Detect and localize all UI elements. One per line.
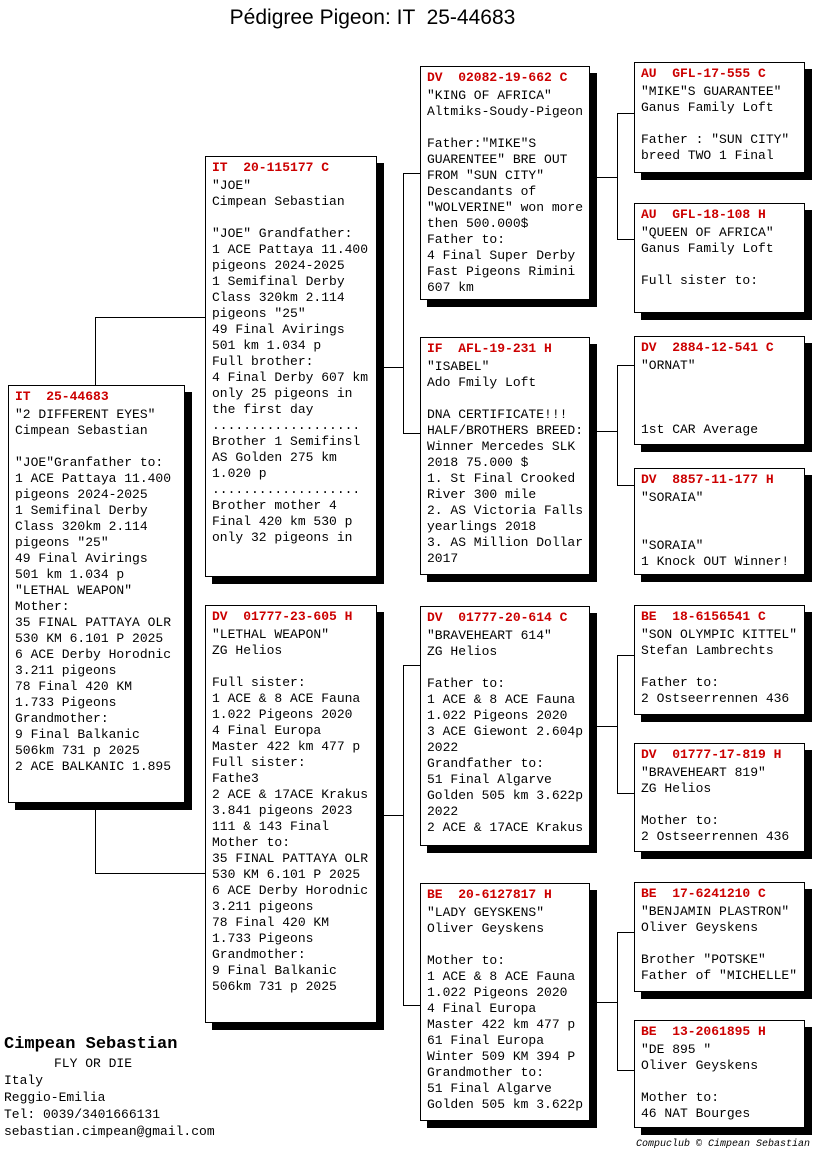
owner-motto: FLY OR DIE	[54, 1056, 133, 1071]
pedigree-box-fmm: DV 8857-11-177 H "SORAIA" "SORAIA" 1 Kno…	[634, 468, 805, 575]
page-title: Pédigree Pigeon: IT 25-44683	[229, 6, 516, 29]
footer-credit: Compuclub © Cimpean Sebastian	[635, 1139, 810, 1150]
ring-number: IF AFL-19-231 H	[427, 341, 552, 356]
pedigree-box-ffm: AU GFL-18-108 H "QUEEN OF AFRICA" Ganus …	[634, 203, 805, 313]
owner-email: sebastian.cimpean@gmail.com	[4, 1124, 215, 1139]
ring-number: DV 01777-23-605 H	[212, 609, 353, 624]
ring-number: IT 25-44683	[15, 389, 109, 404]
connector-line	[617, 655, 634, 656]
connector-line	[403, 665, 404, 1006]
ring-number: DV 8857-11-177 H	[641, 472, 774, 487]
pedigree-box-fmf: DV 2884-12-541 C "ORNAT" 1st CAR Average	[634, 336, 805, 445]
ring-number: AU GFL-17-555 C	[641, 66, 766, 81]
box-body: "ISABEL" Ado Fmily Loft DNA CERTIFICATE!…	[427, 359, 584, 566]
connector-line	[617, 113, 634, 114]
ring-number: DV 2884-12-541 C	[641, 340, 774, 355]
connector-line	[617, 932, 618, 1071]
pedigree-box-mf: DV 01777-20-614 C "BRAVEHEART 614" ZG He…	[420, 606, 590, 846]
pedigree-box-mm: BE 20-6127817 H "LADY GEYSKENS" Oliver G…	[420, 883, 590, 1121]
pedigree-box-mmm: BE 13-2061895 H "DE 895 " Oliver Geysken…	[634, 1020, 805, 1128]
box-body: "QUEEN OF AFRICA" Ganus Family Loft Full…	[641, 225, 774, 288]
ring-number: DV 01777-17-819 H	[641, 747, 782, 762]
owner-phone: Tel: 0039/3401666131	[4, 1107, 161, 1122]
connector-line	[590, 726, 617, 727]
connector-line	[617, 365, 634, 366]
pedigree-box-mmf: BE 17-6241210 C "BENJAMIN PLASTRON" Oliv…	[634, 882, 805, 992]
pedigree-box-mfm: DV 01777-17-819 H "BRAVEHEART 819" ZG He…	[634, 743, 805, 852]
box-body: "JOE" Cimpean Sebastian "JOE" Grandfathe…	[212, 178, 369, 545]
connector-line	[617, 485, 634, 486]
connector-line	[95, 317, 205, 318]
box-body: "LADY GEYSKENS" Oliver Geyskens Mother t…	[427, 905, 584, 1112]
box-body: "BENJAMIN PLASTRON" Oliver Geyskens Brot…	[641, 904, 798, 983]
owner-name: Cimpean Sebastian	[4, 1035, 178, 1054]
connector-line	[95, 873, 205, 874]
ring-number: BE 20-6127817 H	[427, 887, 552, 902]
ring-number: IT 20-115177 C	[212, 160, 330, 175]
connector-line	[617, 793, 634, 794]
connector-line	[377, 367, 403, 368]
owner-block: Cimpean Sebastian FLY OR DIE Italy Reggi…	[4, 1035, 215, 1140]
box-body: "KING OF AFRICA" Altmiks-Soudy-Pigeon Fa…	[427, 88, 584, 295]
connector-line	[590, 1002, 617, 1003]
connector-line	[590, 177, 617, 178]
connector-line	[377, 815, 403, 816]
connector-line	[403, 173, 420, 174]
pedigree-box-fff: AU GFL-17-555 C "MIKE"S GUARANTEE" Ganus…	[634, 62, 805, 173]
pedigree-box-mff: BE 18-6156541 C "SON OLYMPIC KITTEL" Ste…	[634, 605, 805, 715]
connector-line	[403, 665, 420, 666]
ring-number: DV 02082-19-662 C	[427, 70, 568, 85]
box-body: "LETHAL WEAPON" ZG Helios Full sister: 1…	[212, 627, 369, 994]
pedigree-box-mother: DV 01777-23-605 H "LETHAL WEAPON" ZG Hel…	[205, 605, 377, 1023]
ring-number: AU GFL-18-108 H	[641, 207, 766, 222]
ring-number: BE 17-6241210 C	[641, 886, 766, 901]
connector-line	[617, 365, 618, 486]
connector-line	[617, 1070, 634, 1071]
connector-line	[617, 113, 618, 240]
box-body: "SON OLYMPIC KITTEL" Stefan Lambrechts F…	[641, 627, 798, 706]
connector-line	[403, 1005, 420, 1006]
ring-number: BE 18-6156541 C	[641, 609, 766, 624]
pedigree-box-fm: IF AFL-19-231 H "ISABEL" Ado Fmily Loft …	[420, 337, 590, 575]
connector-line	[590, 431, 617, 432]
box-body: "MIKE"S GUARANTEE" Ganus Family Loft Fat…	[641, 84, 790, 163]
box-body: "SORAIA" "SORAIA" 1 Knock OUT Winner!	[641, 490, 790, 569]
connector-line	[403, 433, 420, 434]
pedigree-box-subject: IT 25-44683 "2 DIFFERENT EYES" Cimpean S…	[8, 385, 185, 803]
connector-line	[617, 932, 634, 933]
connector-line	[617, 655, 618, 794]
box-body: "BRAVEHEART 614" ZG Helios Father to: 1 …	[427, 628, 584, 835]
ring-number: DV 01777-20-614 C	[427, 610, 568, 625]
box-body: "BRAVEHEART 819" ZG Helios Mother to: 2 …	[641, 765, 790, 844]
box-body: "ORNAT" 1st CAR Average	[641, 358, 759, 437]
box-body: "DE 895 " Oliver Geyskens Mother to: 46 …	[641, 1042, 759, 1121]
pedigree-box-father: IT 20-115177 C "JOE" Cimpean Sebastian "…	[205, 156, 377, 577]
connector-line	[617, 239, 634, 240]
box-body: "2 DIFFERENT EYES" Cimpean Sebastian "JO…	[15, 407, 172, 774]
ring-number: BE 13-2061895 H	[641, 1024, 766, 1039]
pedigree-box-ff: DV 02082-19-662 C "KING OF AFRICA" Altmi…	[420, 66, 590, 300]
owner-country: Italy	[4, 1073, 44, 1088]
connector-line	[403, 173, 404, 434]
owner-city: Reggio-Emilia	[4, 1090, 106, 1105]
